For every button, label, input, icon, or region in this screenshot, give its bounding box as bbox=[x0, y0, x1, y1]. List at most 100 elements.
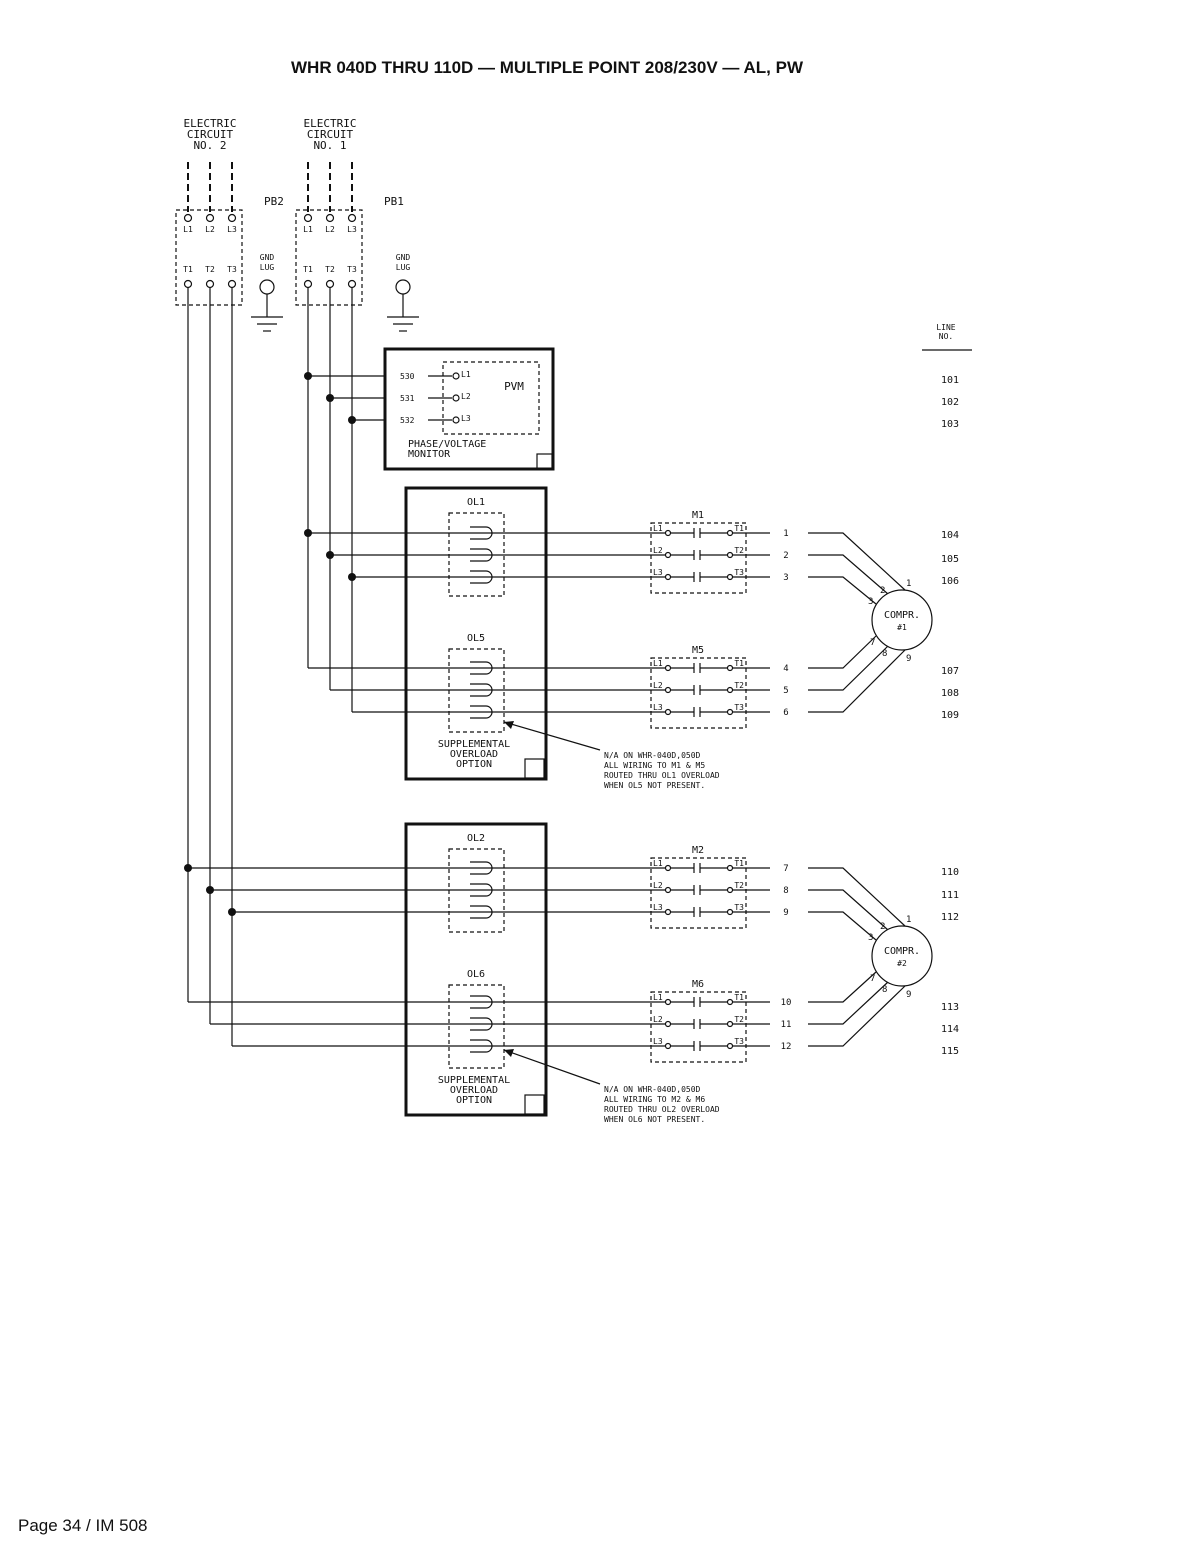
overload-heater bbox=[470, 570, 493, 584]
terminal-label-pb1: T3 bbox=[347, 265, 357, 274]
contactor-terminal-label: L2 bbox=[653, 681, 663, 690]
contactor-terminal-label: L1 bbox=[653, 859, 663, 868]
pvm-input-label: L1 bbox=[461, 370, 471, 379]
line-number: 113 bbox=[941, 1002, 959, 1013]
note-arrowhead bbox=[504, 721, 514, 729]
overload-element bbox=[448, 512, 505, 597]
wire-number: 3 bbox=[783, 573, 788, 583]
overload-box bbox=[404, 822, 548, 1117]
overload-option-label: OPTION bbox=[456, 1095, 492, 1106]
compressor-lead bbox=[808, 576, 877, 605]
overload-element bbox=[448, 984, 505, 1069]
compressor-lead bbox=[808, 981, 889, 1025]
compressor-2 bbox=[871, 925, 933, 987]
compressor-lead bbox=[808, 554, 889, 595]
power-block-pb1 bbox=[295, 209, 363, 306]
note-text: N/A ON WHR-040D,050D bbox=[604, 751, 701, 760]
compressor-terminal-label: 8 bbox=[882, 985, 887, 995]
contactor-terminal-label: T3 bbox=[734, 568, 744, 577]
terminal-pb2 bbox=[227, 213, 237, 223]
gnd-lug-label: GND bbox=[260, 253, 275, 262]
compressor-lead bbox=[808, 985, 906, 1047]
compressor-label: #1 bbox=[897, 623, 907, 632]
overload-element bbox=[448, 848, 505, 933]
contactor-terminal-label: T1 bbox=[734, 659, 744, 668]
contactor-label: M5 bbox=[692, 645, 704, 656]
wire-layer bbox=[187, 162, 972, 1085]
wire-number: 8 bbox=[783, 886, 788, 896]
gnd-lug-label: LUG bbox=[396, 263, 411, 272]
gnd-lug-pb2 bbox=[259, 279, 275, 295]
overload-label: OL1 bbox=[467, 497, 485, 508]
compressor-lead bbox=[808, 911, 877, 941]
compressor-terminal-label: 9 bbox=[906, 990, 911, 1000]
junction-dot bbox=[304, 372, 312, 380]
compressor-label: COMPR. bbox=[884, 610, 920, 621]
line-number: 115 bbox=[941, 1046, 959, 1057]
circuit-label-pb1: CIRCUIT bbox=[307, 128, 354, 141]
junction-dot bbox=[304, 529, 312, 537]
line-number: 103 bbox=[941, 419, 959, 430]
contactor-terminal bbox=[664, 529, 672, 537]
circuit-label-pb1: NO. 1 bbox=[313, 139, 346, 152]
line-number: 112 bbox=[941, 912, 959, 923]
pvm-wire-number: 532 bbox=[400, 416, 415, 425]
contactor-terminal-label: L3 bbox=[653, 1037, 663, 1046]
compressor-lead bbox=[808, 867, 906, 927]
line-number: 108 bbox=[941, 688, 959, 699]
contactor-terminal-label: T2 bbox=[734, 546, 744, 555]
line-number: 101 bbox=[941, 375, 959, 386]
terminal-pb2 bbox=[183, 213, 193, 223]
contactor-terminal-label: L1 bbox=[653, 524, 663, 533]
contactor-terminal-label: T1 bbox=[734, 993, 744, 1002]
overload-heater bbox=[470, 526, 493, 540]
junction-dot bbox=[348, 416, 356, 424]
line-number: 104 bbox=[941, 530, 959, 541]
power-block-pb2 bbox=[175, 209, 243, 306]
note-text: ROUTED THRU OL2 OVERLOAD bbox=[604, 1105, 720, 1114]
terminal-pb1 bbox=[303, 213, 313, 223]
pvm-corner-box bbox=[536, 453, 553, 470]
pvm-box bbox=[383, 347, 555, 471]
terminal-label-pb2: L1 bbox=[183, 225, 193, 234]
compressor-terminal-label: 1 bbox=[906, 915, 911, 925]
pvm-label: MONITOR bbox=[408, 449, 451, 460]
line-number: 109 bbox=[941, 710, 959, 721]
line-number: 105 bbox=[941, 554, 959, 565]
pvm-terminal bbox=[452, 394, 460, 402]
wire-number: 7 bbox=[783, 864, 788, 874]
line-number: 102 bbox=[941, 397, 959, 408]
contactor-terminal bbox=[726, 708, 734, 716]
overload-heater bbox=[470, 995, 493, 1009]
page-title: WHR 040D THRU 110D — MULTIPLE POINT 208/… bbox=[291, 58, 803, 77]
circuit-label-pb2: NO. 2 bbox=[193, 139, 226, 152]
contactor-label: M1 bbox=[692, 510, 704, 521]
pvm-label: PHASE/VOLTAGE bbox=[408, 439, 486, 450]
contactor-terminal-label: L3 bbox=[653, 903, 663, 912]
overload-option-label: OVERLOAD bbox=[450, 1085, 498, 1096]
compressor-terminal-label: 8 bbox=[882, 649, 887, 659]
contactor-terminal-label: T3 bbox=[734, 703, 744, 712]
terminal-label-pb1: T2 bbox=[325, 265, 335, 274]
compressor-terminal-label: 2 bbox=[880, 922, 885, 932]
pvm-input-label: L2 bbox=[461, 392, 471, 401]
terminal-pb1 bbox=[325, 279, 335, 289]
wire-number: 11 bbox=[781, 1020, 792, 1030]
terminal-label-pb2: T1 bbox=[183, 265, 193, 274]
contactor-terminal bbox=[726, 551, 734, 559]
circuit-label-pb1: ELECTRIC bbox=[304, 117, 357, 130]
compressor-lead bbox=[808, 645, 889, 691]
junction-dot bbox=[326, 394, 334, 402]
contactor-terminal bbox=[664, 686, 672, 694]
contactor-terminal bbox=[664, 908, 672, 916]
overload-box bbox=[404, 486, 548, 781]
compressor-terminal-label: 2 bbox=[880, 586, 885, 596]
note-text: N/A ON WHR-040D,050D bbox=[604, 1085, 701, 1094]
pvm-wire-number: 531 bbox=[400, 394, 415, 403]
compressor-terminal-label: 7 bbox=[870, 638, 875, 648]
compressor-lead bbox=[808, 532, 906, 591]
junction-dot bbox=[348, 573, 356, 581]
contactor-terminal-label: T2 bbox=[734, 1015, 744, 1024]
overload-heater bbox=[470, 705, 493, 719]
contactor-terminal bbox=[664, 864, 672, 872]
